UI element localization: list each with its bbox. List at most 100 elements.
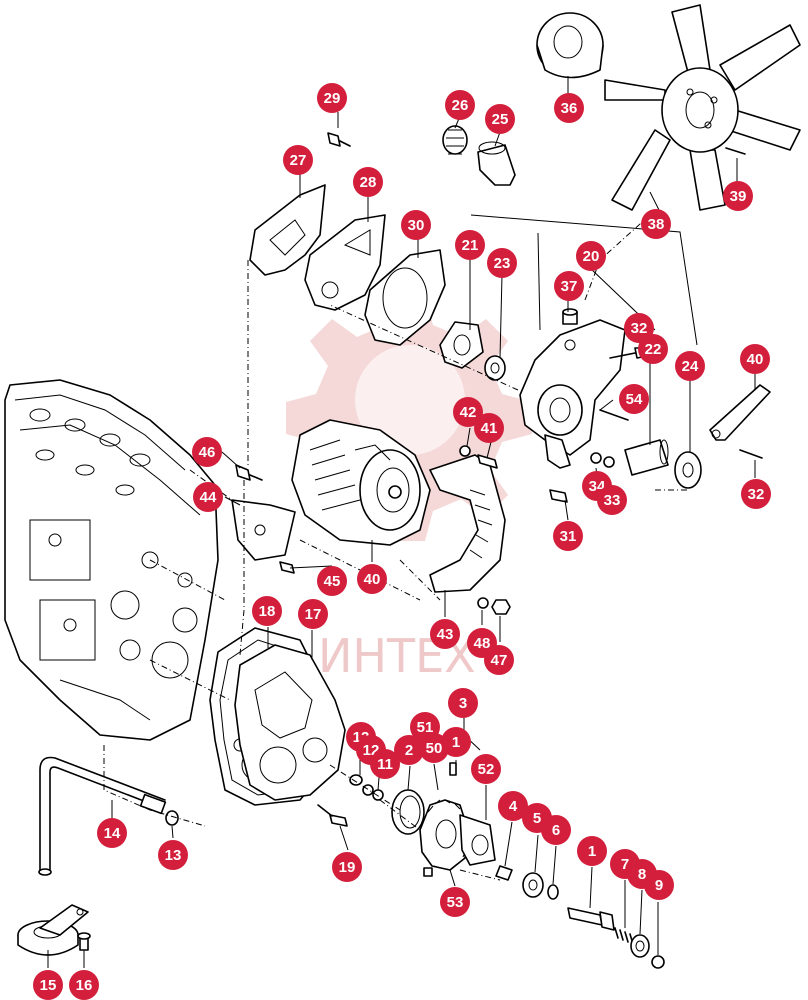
callout-11: 11: [370, 749, 400, 779]
callout-40: 40: [740, 344, 770, 374]
svg-text:29: 29: [324, 90, 341, 107]
bolt-47: [235, 464, 263, 481]
callout-20: 20: [576, 241, 606, 271]
gasket-27: [249, 184, 326, 276]
callout-labels: 29 27 28 30 26 25 36 38 39 21 23 20 37 3…: [33, 83, 771, 1000]
callout-45: 44: [193, 482, 223, 512]
nut-35: [590, 452, 602, 464]
bush: [630, 934, 650, 958]
svg-text:39: 39: [730, 188, 747, 205]
svg-text:22: 22: [645, 341, 662, 358]
callout-52: 52: [471, 754, 501, 784]
callout-30: 30: [401, 210, 431, 240]
idler-shaft: [567, 907, 615, 931]
svg-text:51: 51: [417, 719, 434, 736]
callout-19: 19: [332, 852, 362, 882]
bolt-29: [327, 132, 351, 147]
svg-text:13: 13: [165, 847, 182, 864]
callout-3: 3: [448, 688, 478, 718]
svg-text:21: 21: [462, 237, 479, 254]
svg-text:6: 6: [552, 822, 560, 839]
svg-text:17: 17: [305, 606, 322, 623]
callout-46: 45: [317, 566, 347, 596]
gasket-30: [364, 249, 446, 346]
callout-43: 42: [453, 397, 483, 427]
svg-text:37: 37: [561, 278, 578, 295]
bolt-54: [599, 409, 629, 421]
svg-text:15: 15: [40, 977, 57, 994]
cover-bolt: [317, 804, 348, 827]
svg-text:26: 26: [452, 97, 469, 114]
callout-29: 29: [317, 83, 347, 113]
callout-24: 24: [675, 351, 705, 381]
svg-text:43: 43: [437, 626, 454, 643]
svg-text:23: 23: [494, 255, 511, 272]
svg-text:24: 24: [682, 358, 699, 375]
thermostat-housing: [477, 141, 516, 186]
svg-text:4: 4: [509, 798, 518, 815]
callout-17: 17: [298, 599, 328, 629]
water-pump-body: [519, 319, 626, 469]
svg-text:32: 32: [631, 320, 648, 337]
svg-text:42: 42: [460, 404, 477, 421]
alternator: [291, 419, 431, 546]
callout-28: 28: [353, 167, 383, 197]
callout-14: 14: [97, 818, 127, 848]
svg-text:32: 32: [748, 486, 765, 503]
svg-text:1: 1: [588, 843, 596, 860]
shaft-washers: [495, 865, 559, 900]
callout-4: 4: [498, 791, 528, 821]
svg-text:28: 28: [360, 174, 377, 191]
svg-text:11: 11: [377, 756, 393, 773]
circlip: [651, 955, 665, 969]
bolt-31: [549, 489, 568, 503]
callout-34: 33: [597, 485, 627, 515]
cooling-fan: [604, 4, 801, 211]
svg-text:5: 5: [533, 810, 541, 827]
svg-text:25: 25: [492, 111, 509, 128]
nut-48: [491, 599, 511, 615]
mount-plate: [231, 499, 296, 561]
svg-text:50: 50: [426, 740, 443, 757]
callout-38: 38: [641, 209, 671, 239]
nut-34: [603, 456, 615, 468]
callout-6: 6: [541, 815, 571, 845]
washer-43: [459, 445, 471, 457]
callout-22: 22: [638, 334, 668, 364]
svg-text:2: 2: [405, 742, 413, 759]
svg-text:41: 41: [481, 420, 498, 437]
spring: [614, 927, 634, 945]
svg-text:7: 7: [621, 856, 629, 873]
svg-text:8: 8: [638, 866, 646, 883]
svg-text:48: 48: [474, 635, 491, 652]
oil-filler-cap: [17, 904, 89, 956]
callout-41: 40: [357, 564, 387, 594]
svg-text:53: 53: [447, 894, 464, 911]
svg-text:18: 18: [259, 603, 276, 620]
bolt-42: [477, 454, 498, 469]
callout-27: 27: [283, 145, 313, 175]
callout-15: 15: [33, 970, 63, 1000]
washer-49: [477, 597, 489, 609]
svg-text:14: 14: [104, 825, 121, 842]
pump-shaft: [624, 439, 669, 476]
svg-text:30: 30: [408, 217, 425, 234]
callout-1: 1: [577, 836, 607, 866]
callout-23: 23: [487, 248, 517, 278]
svg-text:33: 33: [604, 492, 621, 509]
callout-44: 43: [430, 619, 460, 649]
bolt-39: [725, 147, 746, 155]
svg-text:40: 40: [364, 571, 381, 588]
bolt-46: [279, 561, 295, 574]
callout-13: 13: [158, 840, 188, 870]
pump-hub: [674, 451, 702, 489]
thermostat: [442, 125, 468, 155]
callout-42: 41: [474, 413, 504, 443]
svg-text:47: 47: [491, 652, 508, 669]
callout-53: 53: [440, 887, 470, 917]
callout-21: 21: [455, 230, 485, 260]
svg-text:16: 16: [76, 977, 93, 994]
callout-26: 26: [445, 90, 475, 120]
svg-text:44: 44: [200, 489, 217, 506]
